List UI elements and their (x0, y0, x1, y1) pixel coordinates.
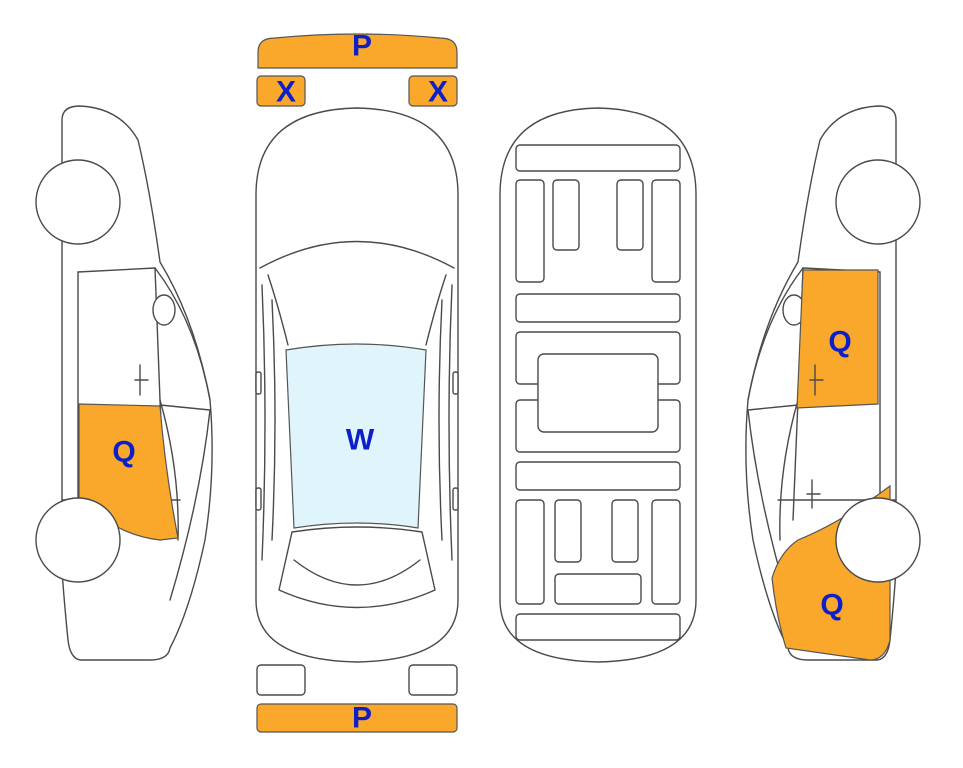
car-underside-view (499, 107, 697, 663)
left-headlight-part[interactable] (256, 75, 306, 107)
right-rear-quarter-label: Q (820, 589, 843, 622)
rear-bumper-label: P (352, 702, 372, 735)
right-headlight-part[interactable] (408, 75, 458, 107)
front-parts: P X X (256, 30, 458, 109)
windshield-label: W (346, 424, 375, 457)
car-top-view: W (255, 107, 459, 663)
rear-parts: P (256, 664, 458, 735)
front-bumper-label: P (352, 30, 372, 63)
windshield-part[interactable] (285, 343, 427, 529)
car-right-side-view: Q Q (745, 105, 921, 661)
left-rear-door-label: Q (112, 436, 135, 469)
right-headlight-label: X (428, 76, 448, 109)
right-front-door-label: Q (828, 326, 851, 359)
car-left-side-view: Q (35, 105, 213, 661)
front-bumper-part[interactable] (257, 33, 458, 69)
rear-bumper-part[interactable] (256, 703, 458, 733)
left-headlight-label: X (276, 76, 296, 109)
right-front-door-part[interactable] (796, 269, 879, 409)
